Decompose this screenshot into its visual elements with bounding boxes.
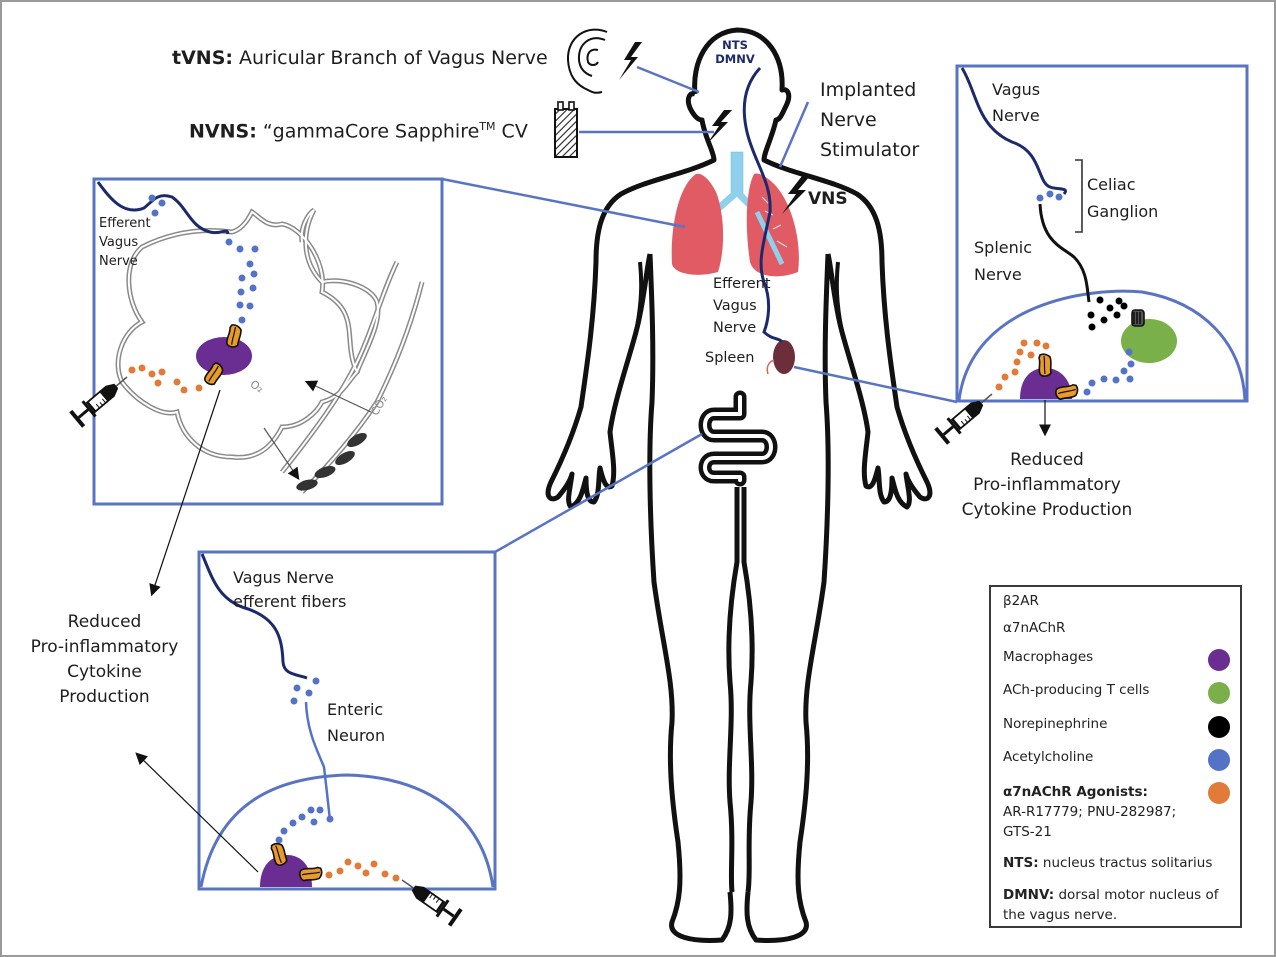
legend-label: α7nAChR [1003, 620, 1066, 636]
enteric-line: Neuron [327, 726, 386, 745]
outcome-line: Reduced [1010, 450, 1084, 470]
dmnv-definition: the vagus nerve. [1003, 907, 1118, 923]
spleen-illustration [766, 340, 795, 375]
beta2ar-receptor [1131, 309, 1145, 327]
nerve-line: Nerve [99, 254, 138, 269]
implanted-line: Stimulator [820, 139, 920, 161]
nerve-line: Efferent [99, 216, 151, 231]
dmnv-abbr: DMNV: [1003, 887, 1055, 903]
nts-abbr: NTS: [1003, 855, 1039, 871]
legend-nts-definition: NTS: nucleus tractus solitarius [1003, 855, 1230, 871]
agonists-list: AR-R17779; PNU-282987; [1003, 804, 1177, 820]
efferent-line: Efferent [713, 276, 771, 292]
legend-item-macrophages: Macrophages [1003, 649, 1230, 671]
lung-alveoli-panel [67, 177, 444, 597]
outcome-line: Cytokine Production [961, 500, 1133, 520]
dmnv-label: DMNV [715, 52, 755, 67]
vagus-line: Vagus [992, 80, 1041, 99]
legend-label: α7nAChR Agonists: [1003, 784, 1148, 800]
legend-label: Acetylcholine [1003, 749, 1094, 765]
celiac-line: Celiac [1087, 175, 1136, 194]
ear-icon [566, 28, 608, 94]
gammacore-device-icon [554, 101, 578, 158]
legend-item-beta2ar: β2AR [1003, 593, 1230, 609]
legend-box: β2AR α7nAChR Macrophages ACh-producing T… [989, 585, 1242, 928]
efferent-line: Vagus [713, 298, 757, 314]
outcome-line: Pro-inflammatory [973, 475, 1121, 495]
legend-item-agonists: α7nAChR Agonists: AR-R17779; PNU-282987;… [1003, 782, 1230, 842]
nts-definition: nucleus tractus solitarius [1038, 855, 1213, 871]
t-cell-swatch-icon [1208, 682, 1230, 704]
gut-enteric-panel [135, 550, 497, 929]
spleen-label: Spleen [705, 350, 755, 366]
nvns-label: NVNS: “gammaCore SapphireTM CV [189, 120, 528, 144]
vns-label: VNS [808, 189, 848, 209]
splenic-line: Splenic [974, 238, 1032, 257]
vagus-line: Nerve [992, 106, 1040, 125]
implanted-line: Implanted [820, 79, 917, 101]
nvns-prefix: NVNS: [189, 120, 257, 143]
lightning-bolt-icon [619, 42, 810, 214]
efferent-line: Nerve [713, 320, 757, 336]
agonists-list: GTS-21 [1003, 824, 1052, 840]
legend-item-acetylcholine: Acetylcholine [1003, 749, 1230, 771]
vagus-line: Vagus Nerve [233, 568, 334, 587]
celiac-line: Ganglion [1087, 202, 1159, 221]
outcome-line: Cytokine [67, 662, 142, 682]
nerve-line: Vagus [99, 235, 139, 250]
spleen-cholinergic-panel [932, 64, 1249, 447]
lungs-illustration [671, 151, 799, 277]
legend-dmnv-definition: DMNV: dorsal motor nucleus of the vagus n… [1003, 885, 1230, 925]
legend-item-norepinephrine: Norepinephrine [1003, 716, 1230, 738]
acetylcholine-swatch-icon [1208, 749, 1230, 771]
nvns-suffix: CV [495, 120, 528, 143]
tvns-prefix: tVNS: [172, 47, 233, 69]
legend-label: ACh-producing T cells [1003, 682, 1150, 698]
human-body-outline [545, 27, 933, 943]
splenic-line: Nerve [974, 265, 1022, 284]
outcome-line: Production [59, 687, 150, 707]
norepinephrine-swatch-icon [1208, 716, 1230, 738]
outcome-line: Reduced [67, 612, 142, 632]
tvns-text: Auricular Branch of Vagus Nerve [232, 47, 548, 69]
vagus-line: efferent fibers [233, 592, 347, 611]
agonist-swatch-icon [1208, 782, 1230, 804]
legend-label: Macrophages [1003, 649, 1094, 665]
legend-label: Norepinephrine [1003, 716, 1108, 732]
enteric-line: Enteric [327, 700, 384, 719]
vagus-nerve-path [742, 66, 784, 343]
implanted-line: Nerve [820, 109, 877, 131]
legend-item-a7nachr: α7nAChR [1003, 620, 1230, 636]
legend-item-t-cells: ACh-producing T cells [1003, 682, 1230, 704]
outcome-line: Pro-inflammatory [30, 637, 179, 657]
nvns-text: “gammaCore Sapphire [256, 120, 480, 143]
dmnv-definition: dorsal motor nucleus of [1054, 887, 1219, 903]
nts-label: NTS [722, 38, 748, 52]
legend-label: β2AR [1003, 593, 1039, 609]
connector-lines [441, 65, 958, 554]
trademark-mark: TM [479, 120, 496, 133]
macrophage-swatch-icon [1208, 649, 1230, 671]
tvns-label: tVNS: Auricular Branch of Vagus Nerve [172, 47, 548, 71]
gut-panel-vagus-label: Vagus Nerve efferent fibers [233, 566, 346, 614]
